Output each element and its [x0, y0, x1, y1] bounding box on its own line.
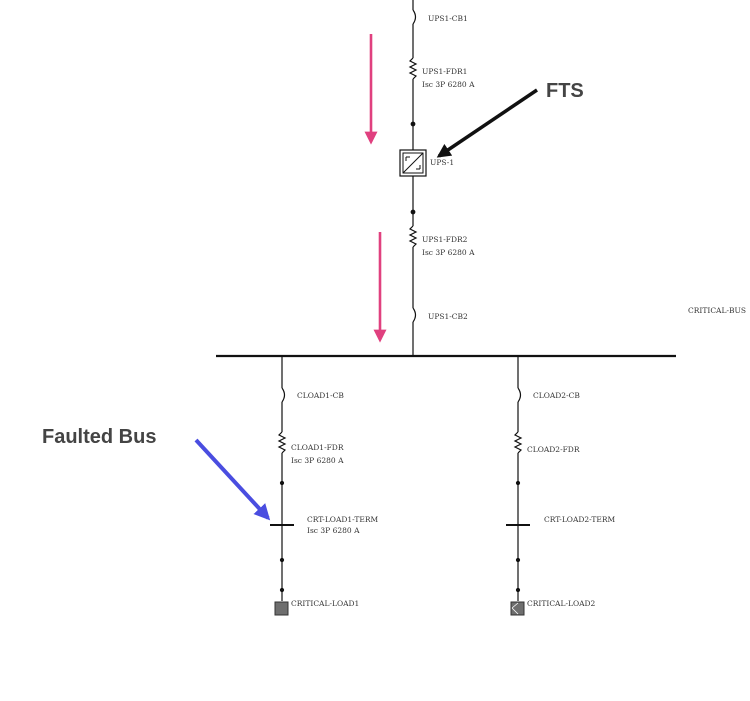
label-ups1-cb1: UPS1-CB1	[428, 14, 468, 23]
fts-callout-arrow	[436, 88, 538, 158]
feeder-cload2-fdr-symbol[interactable]	[513, 431, 523, 454]
label-cload2-fdr: CLOAD2-FDR	[527, 445, 580, 454]
node-dot	[515, 587, 521, 593]
node-dot	[279, 557, 285, 563]
label-cload1-fdr: CLOAD1-FDR	[291, 443, 344, 452]
breaker-ups1-cb1-symbol[interactable]	[412, 9, 417, 25]
label-ups1-fdr1-isc: Isc 3P 6280 A	[422, 80, 475, 89]
label-ups-1: UPS-1	[430, 158, 454, 167]
node-dot	[279, 480, 285, 486]
feeder-ups1-fdr2-symbol[interactable]	[408, 225, 418, 248]
label-cload1-cb: CLOAD1-CB	[297, 391, 344, 400]
label-ups1-fdr2: UPS1-FDR2	[422, 235, 468, 244]
label-cload1-fdr-isc: Isc 3P 6280 A	[291, 456, 344, 465]
faulted-bus-callout-arrow	[194, 438, 271, 521]
label-crt-load1-term-isc: Isc 3P 6280 A	[307, 526, 360, 535]
node-dot	[410, 121, 416, 127]
feeder-cload1-fdr-symbol[interactable]	[277, 431, 287, 454]
breaker-cload1-cb-symbol[interactable]	[281, 387, 286, 403]
label-crt-load1-term: CRT-LOAD1-TERM	[307, 515, 379, 524]
node-dot	[515, 557, 521, 563]
label-ups1-cb2: UPS1-CB2	[428, 312, 468, 321]
critical-load1-box[interactable]	[274, 601, 289, 616]
feeder-ups1-fdr1-symbol[interactable]	[408, 57, 418, 80]
label-ups1-fdr1: UPS1-FDR1	[422, 67, 467, 76]
label-critical-bus: CRITICAL-BUS	[688, 306, 746, 315]
breaker-cload2-cb-symbol[interactable]	[517, 387, 522, 403]
node-dot	[410, 209, 416, 215]
critical-load2-box[interactable]	[510, 601, 525, 616]
faulted-bus-callout-text: Faulted Bus	[42, 426, 156, 448]
label-critical-load2: CRITICAL-LOAD2	[527, 599, 596, 608]
node-dot	[279, 587, 285, 593]
label-critical-load1: CRITICAL-LOAD1	[291, 599, 359, 608]
breaker-ups1-cb2-symbol[interactable]	[412, 307, 417, 323]
node-dot	[515, 480, 521, 486]
ups-1-device[interactable]	[399, 149, 427, 177]
label-ups1-fdr2-isc: Isc 3P 6280 A	[422, 248, 475, 257]
upstream-feed	[408, 0, 418, 356]
fts-callout-text: FTS	[546, 80, 584, 102]
branch-1	[277, 356, 287, 601]
label-crt-load2-term: CRT-LOAD2-TERM	[544, 515, 616, 524]
branch-2	[513, 356, 523, 601]
label-cload2-cb: CLOAD2-CB	[533, 391, 580, 400]
